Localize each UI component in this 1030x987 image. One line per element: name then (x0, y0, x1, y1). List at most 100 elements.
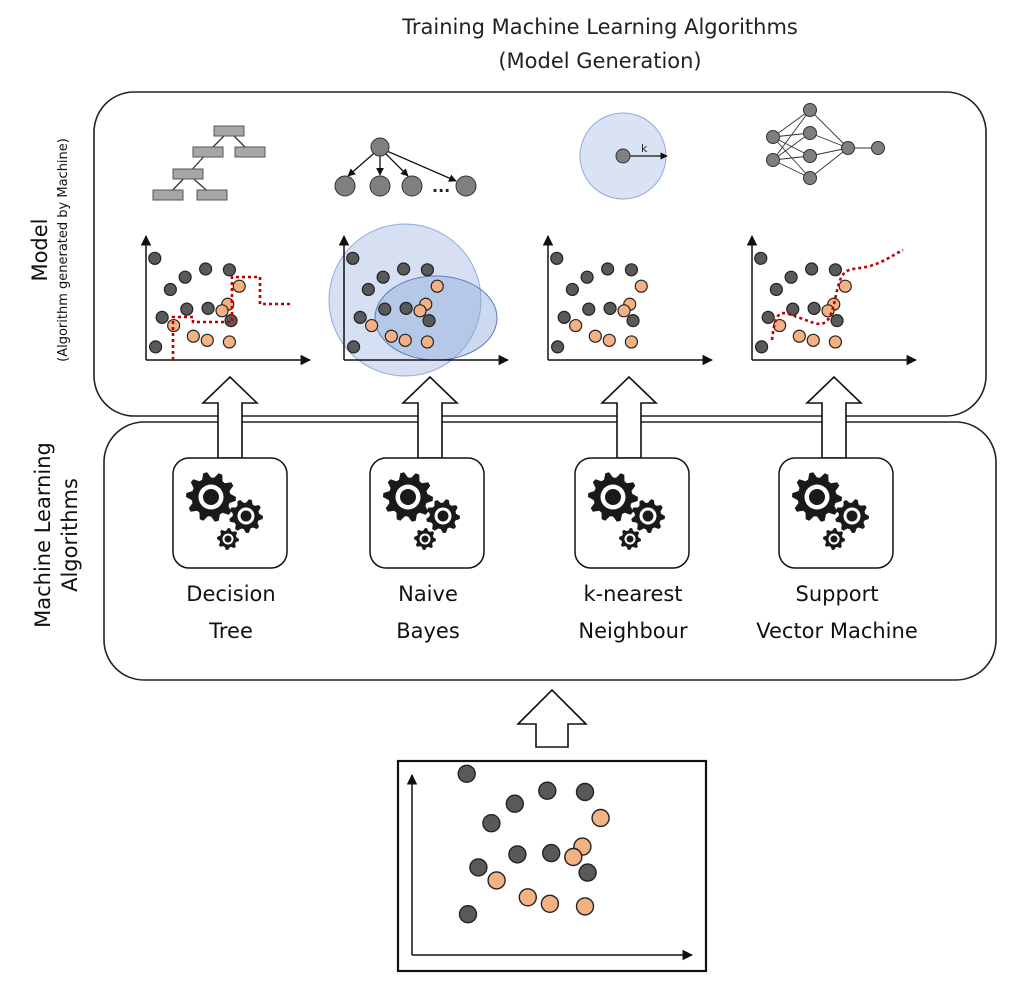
algorithm-gear-boxes (172, 457, 894, 569)
data-point (413, 304, 427, 318)
gear-hub (400, 489, 416, 505)
data-point (422, 314, 436, 328)
gears-icon-svm (778, 457, 894, 569)
gear-hub (626, 535, 634, 543)
data-point (180, 302, 194, 316)
data-point (149, 340, 163, 354)
data-point (626, 314, 640, 328)
tree-graph-icon: ... (334, 137, 477, 197)
data-point (828, 263, 843, 277)
data-point (540, 894, 560, 913)
data-point (178, 270, 192, 284)
data-point (602, 333, 616, 347)
data-point (624, 335, 639, 349)
gear-hub (224, 535, 232, 543)
arrow-decision-tree (201, 375, 259, 459)
training-data-plot (406, 764, 694, 961)
data-point (353, 310, 367, 324)
data-point (505, 794, 524, 813)
model-panel (93, 91, 987, 417)
decision-tree-boundary (171, 275, 292, 360)
gear-hub (830, 535, 838, 543)
data-point (232, 279, 246, 293)
data-point (542, 843, 561, 863)
data-point (458, 905, 478, 924)
data-point (792, 329, 806, 343)
data-point (806, 333, 820, 347)
model-side-label: Model (Algorithm generated by Machine) (28, 138, 71, 362)
data-point (518, 888, 537, 907)
data-point (347, 340, 361, 354)
data-point (397, 262, 411, 276)
gear-hub (642, 510, 654, 522)
algo-label-naive-bayes-line2: Bayes (396, 619, 460, 643)
data-point (384, 329, 398, 343)
diagram-title-line2: (Model Generation) (498, 49, 701, 73)
flow-arrows (201, 375, 863, 748)
data-point (508, 845, 527, 864)
gear-hub (421, 535, 429, 543)
data-point (617, 304, 631, 318)
gear-hub (809, 489, 825, 505)
data-point (163, 282, 177, 297)
data-point (398, 333, 412, 347)
algo-label-naive-bayes-line1: Naive (398, 582, 458, 606)
algorithm-labels: Decision Tree Naive Bayes k-nearest Neig… (186, 582, 917, 643)
data-point (769, 282, 783, 297)
arrow-svm (805, 375, 863, 459)
gear-hub (437, 510, 449, 522)
data-point (569, 318, 583, 333)
algo-label-knn-line2: Neighbour (578, 619, 688, 643)
arrow-knn (600, 375, 658, 459)
data-point (365, 318, 379, 333)
algorithms-panel (103, 421, 997, 681)
data-point (591, 808, 610, 828)
bayes-region-outer (328, 223, 482, 377)
data-point (148, 251, 162, 265)
algo-label-svm-line2: Vector Machine (756, 619, 918, 643)
decision-tree-icon (152, 125, 266, 201)
data-point (807, 301, 821, 315)
data-point (575, 897, 595, 916)
data-point (624, 263, 639, 277)
data-point (634, 279, 648, 293)
arrow-naive-bayes (401, 375, 459, 459)
data-point (222, 263, 236, 277)
data-point (575, 782, 595, 802)
knn-radius-label: k (641, 142, 648, 155)
data-point (582, 302, 596, 316)
data-point (538, 781, 557, 800)
plot-naive-bayes (338, 234, 510, 366)
data-point (830, 314, 844, 328)
algo-label-decision-tree-line1: Decision (186, 582, 275, 606)
data-point (550, 251, 564, 265)
algo-label-svm-line1: Support (795, 582, 878, 606)
neural-network-icon (766, 103, 885, 185)
model-label: Model (28, 218, 52, 281)
data-point (222, 335, 236, 349)
data-point (167, 318, 181, 333)
data-point (565, 282, 579, 297)
data-point (155, 310, 169, 324)
gears-icon-decision-tree (172, 457, 288, 569)
data-point (578, 863, 597, 882)
diagram-title-line1: Training Machine Learning Algorithms (401, 15, 798, 39)
data-point (482, 814, 501, 833)
data-point (754, 251, 768, 265)
plot-knn (542, 234, 714, 366)
data-point (580, 270, 594, 284)
data-point (399, 301, 413, 315)
data-point (376, 270, 390, 284)
data-point (784, 270, 798, 284)
data-point (200, 333, 214, 347)
gears-icon-naive-bayes (369, 457, 485, 569)
data-point (361, 282, 375, 297)
model-sublabel: (Algorithm generated by Machine) (56, 138, 71, 362)
data-point (378, 302, 392, 316)
gear-hub (203, 489, 219, 505)
data-point (215, 304, 229, 318)
data-point (564, 847, 583, 867)
gear-hub (846, 510, 858, 522)
data-point (346, 251, 360, 265)
